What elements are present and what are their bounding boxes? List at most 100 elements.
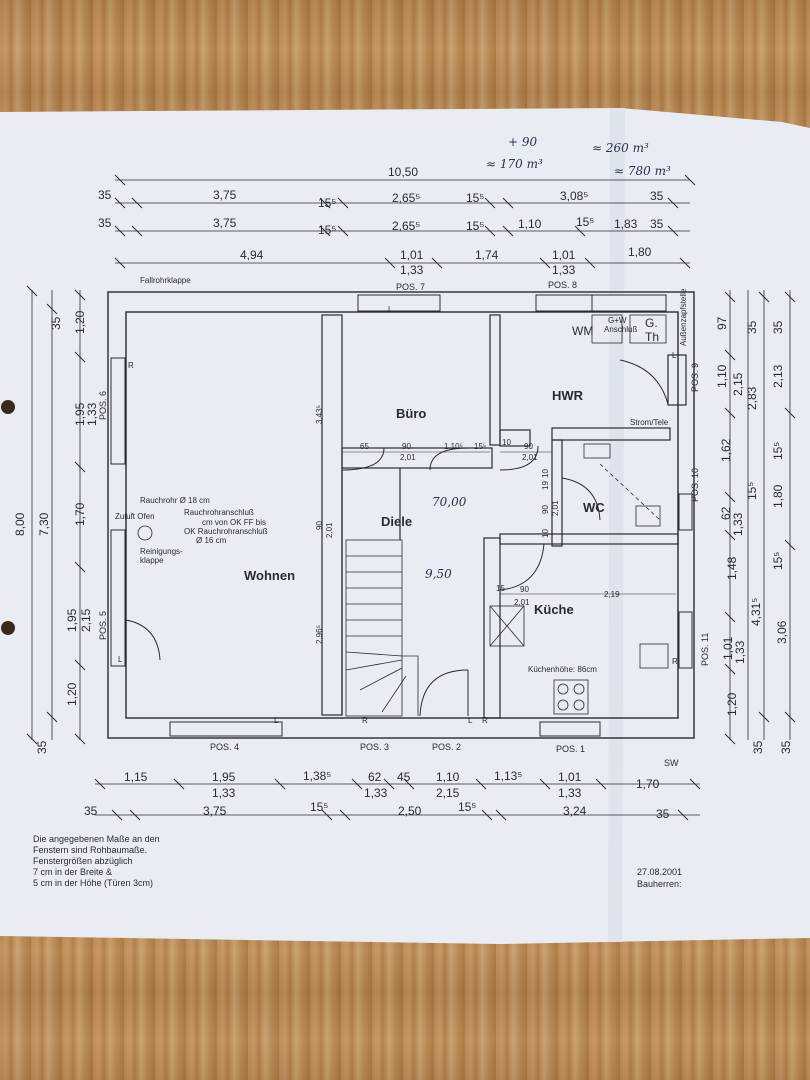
- bauherren-label: Bauherren:: [637, 879, 682, 889]
- dim-right: 97: [715, 316, 729, 330]
- dim-right: 2,15: [731, 372, 745, 396]
- dim-top-r1: 35: [650, 189, 664, 203]
- dim-right: 1,48: [725, 556, 739, 580]
- room-label-wohnen: Wohnen: [244, 568, 295, 583]
- dim-bottom-r2: 35: [656, 807, 670, 821]
- dim-left: 1,70: [73, 502, 87, 526]
- plan-date-block: 27.08.2001 Bauherren:: [637, 866, 682, 890]
- dim-interior: 10: [541, 529, 550, 538]
- note-line: Fenstern sind Rohbaumaße.: [33, 845, 148, 855]
- fixtures: [137, 314, 669, 715]
- window-position-label: POS. 10: [690, 468, 700, 502]
- dim-left: 1,95: [73, 402, 87, 426]
- dim-top-r1: 15⁵: [318, 196, 336, 210]
- dim-bottom-r1: 1,33: [364, 786, 388, 800]
- handwritten-note: ≈ 260 m³: [592, 141, 649, 155]
- label-reinigungsklappe: Reinigungs-: [140, 547, 183, 556]
- dim-bottom-r1: 1,01: [558, 770, 582, 784]
- door-swings: [125, 359, 669, 717]
- dim-interior: 1,10⁵: [444, 442, 463, 451]
- label-zuluft: Zuluft Ofen: [115, 512, 155, 521]
- dim-left: 8,00: [13, 512, 27, 536]
- dim-bottom-r2: 35: [84, 804, 98, 818]
- dim-interior: 2,96⁵: [315, 625, 324, 644]
- dim-top-r2: 35: [98, 216, 112, 230]
- dim-top-r1: 3,75: [213, 188, 237, 202]
- plan-date: 27.08.2001: [637, 867, 683, 877]
- dim-interior: 10: [541, 469, 550, 478]
- dim-top-r3: 1,33: [552, 263, 576, 277]
- dim-interior: 15⁵: [474, 442, 486, 451]
- dim-bottom-r2: 15⁵: [310, 800, 328, 814]
- dim-top-r3: 1,33: [400, 263, 424, 277]
- dim-right: 35: [751, 740, 765, 754]
- handwritten-area: 9,50: [425, 567, 452, 581]
- label-gth: G.: [645, 316, 658, 330]
- label-r: R: [128, 361, 134, 370]
- dim-interior: 90: [541, 505, 550, 514]
- dim-interior: 2,01: [400, 453, 416, 462]
- dim-top-r2: 1,83: [614, 217, 638, 231]
- dim-bottom-r1: 1,33: [212, 786, 236, 800]
- dim-bottom-r1: 1,15: [124, 770, 148, 784]
- label-l: L: [468, 716, 473, 725]
- dim-interior: 90: [524, 442, 533, 451]
- staircase: [345, 539, 419, 717]
- handwritten-note: + 90: [508, 135, 538, 149]
- label-gth: Th: [645, 330, 659, 344]
- dim-interior: 2,01: [551, 500, 560, 516]
- label-rauchanschluss: OK Rauchrohranschluß: [184, 527, 268, 536]
- dim-top-r1: 15⁵: [466, 191, 484, 205]
- label-r: R: [482, 716, 488, 725]
- window-position-label: POS. 11: [700, 633, 710, 666]
- window-position-label: POS. 8: [548, 280, 577, 290]
- dim-right: 1,33: [731, 512, 745, 536]
- dim-interior: 65: [360, 442, 369, 451]
- dim-bottom-r2: 2,50: [398, 804, 422, 818]
- punch-hole: [1, 400, 15, 414]
- dim-left: 35: [49, 316, 63, 330]
- dim-interior: 10: [502, 438, 511, 447]
- room-label-buero: Büro: [396, 406, 426, 421]
- dim-top-r2: 15⁵: [576, 215, 594, 229]
- dim-right: 15⁵: [745, 482, 759, 500]
- dim-right: 3,06: [775, 620, 789, 644]
- label-strom: Strom/Tele: [630, 418, 669, 427]
- dim-top-r1: 3,08⁵: [560, 189, 588, 203]
- label-sw: SW: [664, 758, 679, 768]
- windows: [110, 294, 693, 737]
- dimension-notes: Die angegebenen Maße an den Fenstern sin…: [33, 834, 213, 889]
- dim-top-r1: 35: [98, 188, 112, 202]
- dimension-ticks-left: [26, 285, 86, 745]
- label-rauchanschluss: Rauchrohranschluß: [184, 508, 254, 517]
- note-line: Fenstergrößen abzüglich: [33, 856, 133, 866]
- walls: [107, 291, 695, 739]
- dim-interior: 2,01: [522, 453, 538, 462]
- dim-right: 35: [745, 320, 759, 334]
- dim-bottom-r1: 45: [397, 770, 411, 784]
- dim-right: 2,83: [745, 386, 759, 410]
- label-l: L: [274, 716, 279, 725]
- dim-overall-width: 10,50: [388, 165, 418, 179]
- dim-right: 35: [771, 320, 785, 334]
- note-line: Die angegebenen Maße an den: [33, 834, 160, 844]
- dim-right: 1,10: [715, 364, 729, 388]
- room-label-hwr: HWR: [552, 388, 584, 403]
- window-position-label: POS. 2: [432, 742, 461, 752]
- dimension-ticks-top: [114, 174, 696, 269]
- dim-interior: 2,01: [325, 522, 334, 538]
- dim-right: 15⁵: [771, 442, 785, 460]
- dim-interior: 3,43⁵: [315, 405, 324, 424]
- dim-right: 62: [719, 506, 733, 520]
- window-position-label: POS. 5: [98, 611, 108, 640]
- note-line: 7 cm in der Breite &: [33, 867, 113, 877]
- dim-top-r3: 1,80: [628, 245, 652, 259]
- dim-interior: 15: [496, 584, 505, 593]
- dim-top-r3: 4,94: [240, 248, 264, 262]
- handwritten-note: ≈ 170 m³: [486, 157, 543, 171]
- interior-dimension-lines: [342, 451, 676, 595]
- dim-right: 15⁵: [771, 552, 785, 570]
- dim-right: 1,01: [721, 636, 735, 660]
- dim-bottom-r1: 2,15: [436, 786, 460, 800]
